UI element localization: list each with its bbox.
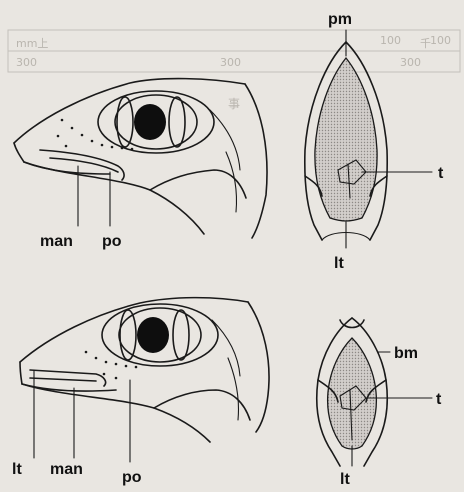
label-pm: pm [328, 11, 352, 28]
gill-line [228, 358, 239, 420]
preopercle [150, 170, 246, 198]
mouth-line [50, 158, 118, 172]
label-man: man [50, 461, 83, 478]
pupil [137, 317, 169, 353]
bleed-caption: 事 [228, 97, 240, 111]
snout-tip [14, 143, 24, 162]
label-lt: lt [334, 255, 344, 272]
tongue-edge [30, 378, 96, 381]
preopercle [154, 390, 250, 420]
bottom-lateral-head: lt man po [12, 298, 269, 486]
bottom-ventral-view: bm t lt [317, 318, 442, 487]
pupil [134, 104, 166, 140]
top-ventral-view: pm t lt [305, 11, 444, 272]
snout-tip [20, 362, 22, 384]
label-t: t [436, 391, 442, 408]
bleed-cell: 300 [16, 56, 37, 69]
opercle-edge [245, 84, 267, 238]
gill-line [226, 152, 237, 212]
premaxilla-shaded [315, 58, 377, 221]
label-po: po [122, 469, 142, 486]
chin-line [22, 384, 116, 391]
opercle-edge [248, 302, 269, 432]
label-t: t [438, 165, 444, 182]
bleed-cell: 100 [380, 34, 401, 47]
bleed-cell: 300 [400, 56, 421, 69]
bleed-through-text: mm上 千 100 100 300 300 300 事 [8, 30, 460, 111]
label-lt: lt [340, 471, 350, 487]
label-bm: bm [394, 345, 418, 362]
chin-line [24, 162, 110, 174]
bleed-cell: 300 [220, 56, 241, 69]
lower-jaw-outline [22, 384, 210, 442]
lower-jaw-outline [24, 162, 204, 234]
label-po: po [102, 233, 122, 250]
sensory-pores [85, 351, 138, 380]
eye-back-rim [169, 97, 185, 147]
eye-back-rim [173, 310, 189, 360]
label-lt: lt [12, 461, 22, 478]
label-man: man [40, 233, 73, 250]
bleed-cell: mm上 [16, 37, 48, 50]
bleed-cell: 100 [430, 34, 451, 47]
